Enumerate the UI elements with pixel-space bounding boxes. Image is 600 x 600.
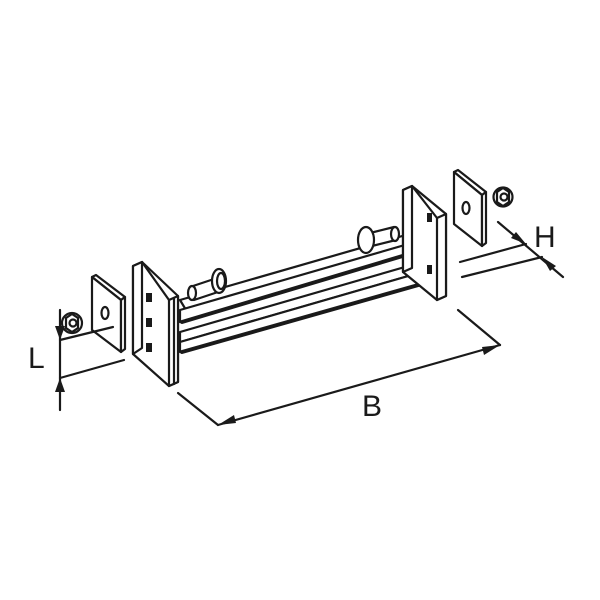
left-upright	[131, 260, 180, 388]
dimension-label-b: B	[362, 390, 383, 423]
dimension-label-h: H	[534, 221, 556, 254]
left-nut	[60, 311, 84, 335]
dimension-b	[176, 308, 502, 427]
right-nut	[492, 186, 514, 208]
left-bolt	[186, 267, 228, 302]
right-upright	[401, 184, 448, 302]
dimension-l	[55, 308, 126, 412]
left-square-washer	[90, 273, 127, 354]
dimension-h	[458, 220, 565, 279]
right-square-washer	[452, 168, 488, 248]
right-bolt	[356, 225, 401, 255]
dimension-label-l: L	[28, 342, 45, 375]
